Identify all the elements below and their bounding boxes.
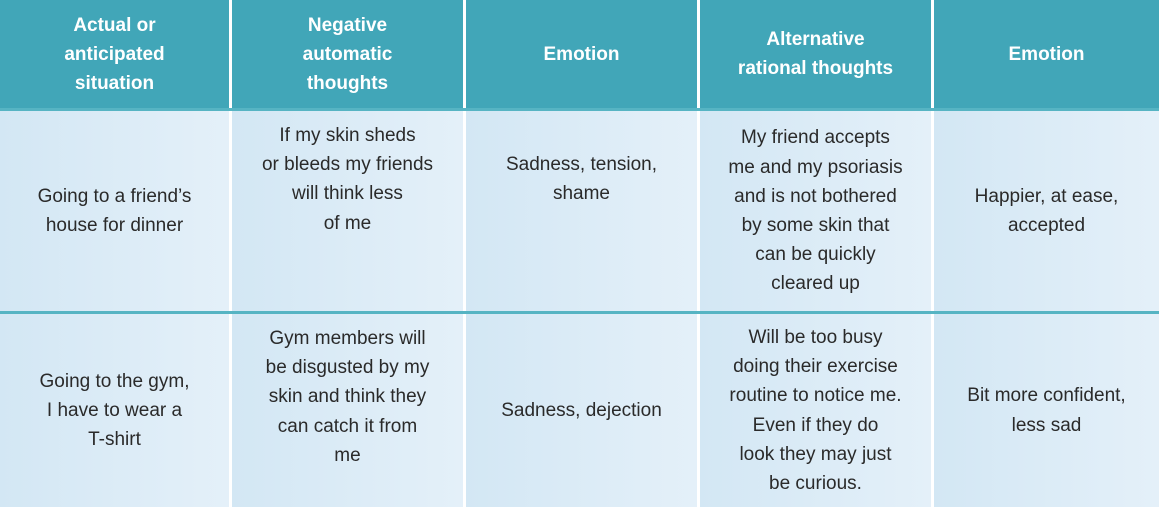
table-cell: Going to the gym, I have to wear a T-shi… (0, 314, 229, 507)
table-cell: Happier, at ease, accepted (934, 111, 1159, 311)
column-divider (697, 111, 700, 311)
row-divider (0, 108, 1159, 111)
table-cell: If my skin sheds or bleeds my friends wi… (232, 111, 463, 311)
row-divider (0, 311, 1159, 314)
header-emotion-before: Emotion (466, 0, 697, 108)
table-cell: Going to a friend’s house for dinner (0, 111, 229, 311)
column-divider (697, 314, 700, 507)
header-rational-thoughts: Alternative rational thoughts (700, 0, 931, 108)
header-situation: Actual or anticipated situation (0, 0, 229, 108)
column-divider (463, 314, 466, 507)
table-cell: Sadness, dejection (466, 314, 697, 507)
column-divider (229, 0, 232, 108)
header-negative-thoughts: Negative automatic thoughts (232, 0, 463, 108)
column-divider (697, 0, 700, 108)
column-divider (931, 0, 934, 108)
table-cell: Will be too busy doing their exercise ro… (700, 314, 931, 507)
table-cell: Bit more confident, less sad (934, 314, 1159, 507)
column-divider (463, 111, 466, 311)
header-emotion-after: Emotion (934, 0, 1159, 108)
table-cell: Sadness, tension, shame (466, 111, 697, 311)
column-divider (931, 314, 934, 507)
table-cell: My friend accepts me and my psoriasis an… (700, 111, 931, 311)
column-divider (229, 111, 232, 311)
column-divider (931, 111, 934, 311)
column-divider (463, 0, 466, 108)
column-divider (229, 314, 232, 507)
table-cell: Gym members will be disgusted by my skin… (232, 314, 463, 507)
